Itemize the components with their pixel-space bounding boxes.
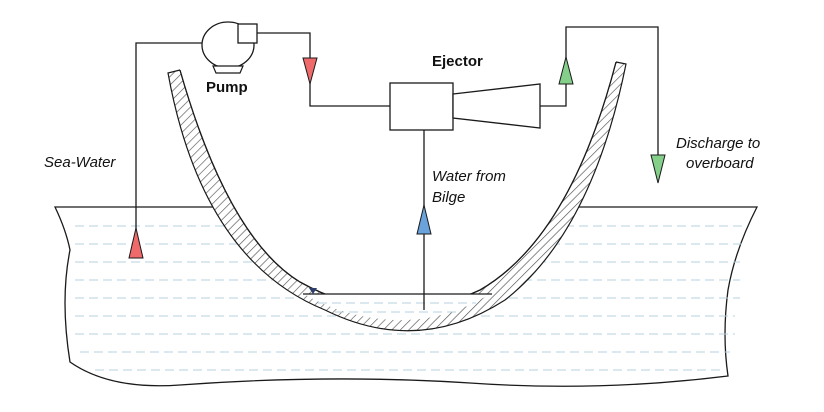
- ejector: [389, 82, 541, 131]
- pump-to-ejector-arrow: [302, 57, 318, 86]
- hull-interior: [180, 0, 616, 310]
- sea-body: [53, 206, 759, 387]
- sea-water-arrow: [128, 227, 144, 259]
- discharge-label-line2: overboard: [686, 155, 754, 172]
- bilge-water: [304, 294, 490, 321]
- bilge-label-line2: Bilge: [432, 189, 465, 206]
- ejector-label: Ejector: [432, 53, 483, 70]
- ejector-outlet-arrow: [558, 55, 574, 85]
- sea-water-label: Sea-Water: [44, 154, 116, 171]
- discharge-line: [540, 26, 659, 155]
- water-level-marker: [309, 288, 317, 294]
- pump-label: Pump: [206, 79, 248, 96]
- bilge-label-line1: Water from: [432, 168, 506, 185]
- discharge-label-line1: Discharge to: [676, 135, 760, 152]
- bilge-water-arrow: [416, 204, 432, 235]
- sea-water-line: [135, 42, 205, 258]
- pump: [201, 21, 258, 74]
- discharge-arrow: [650, 154, 666, 184]
